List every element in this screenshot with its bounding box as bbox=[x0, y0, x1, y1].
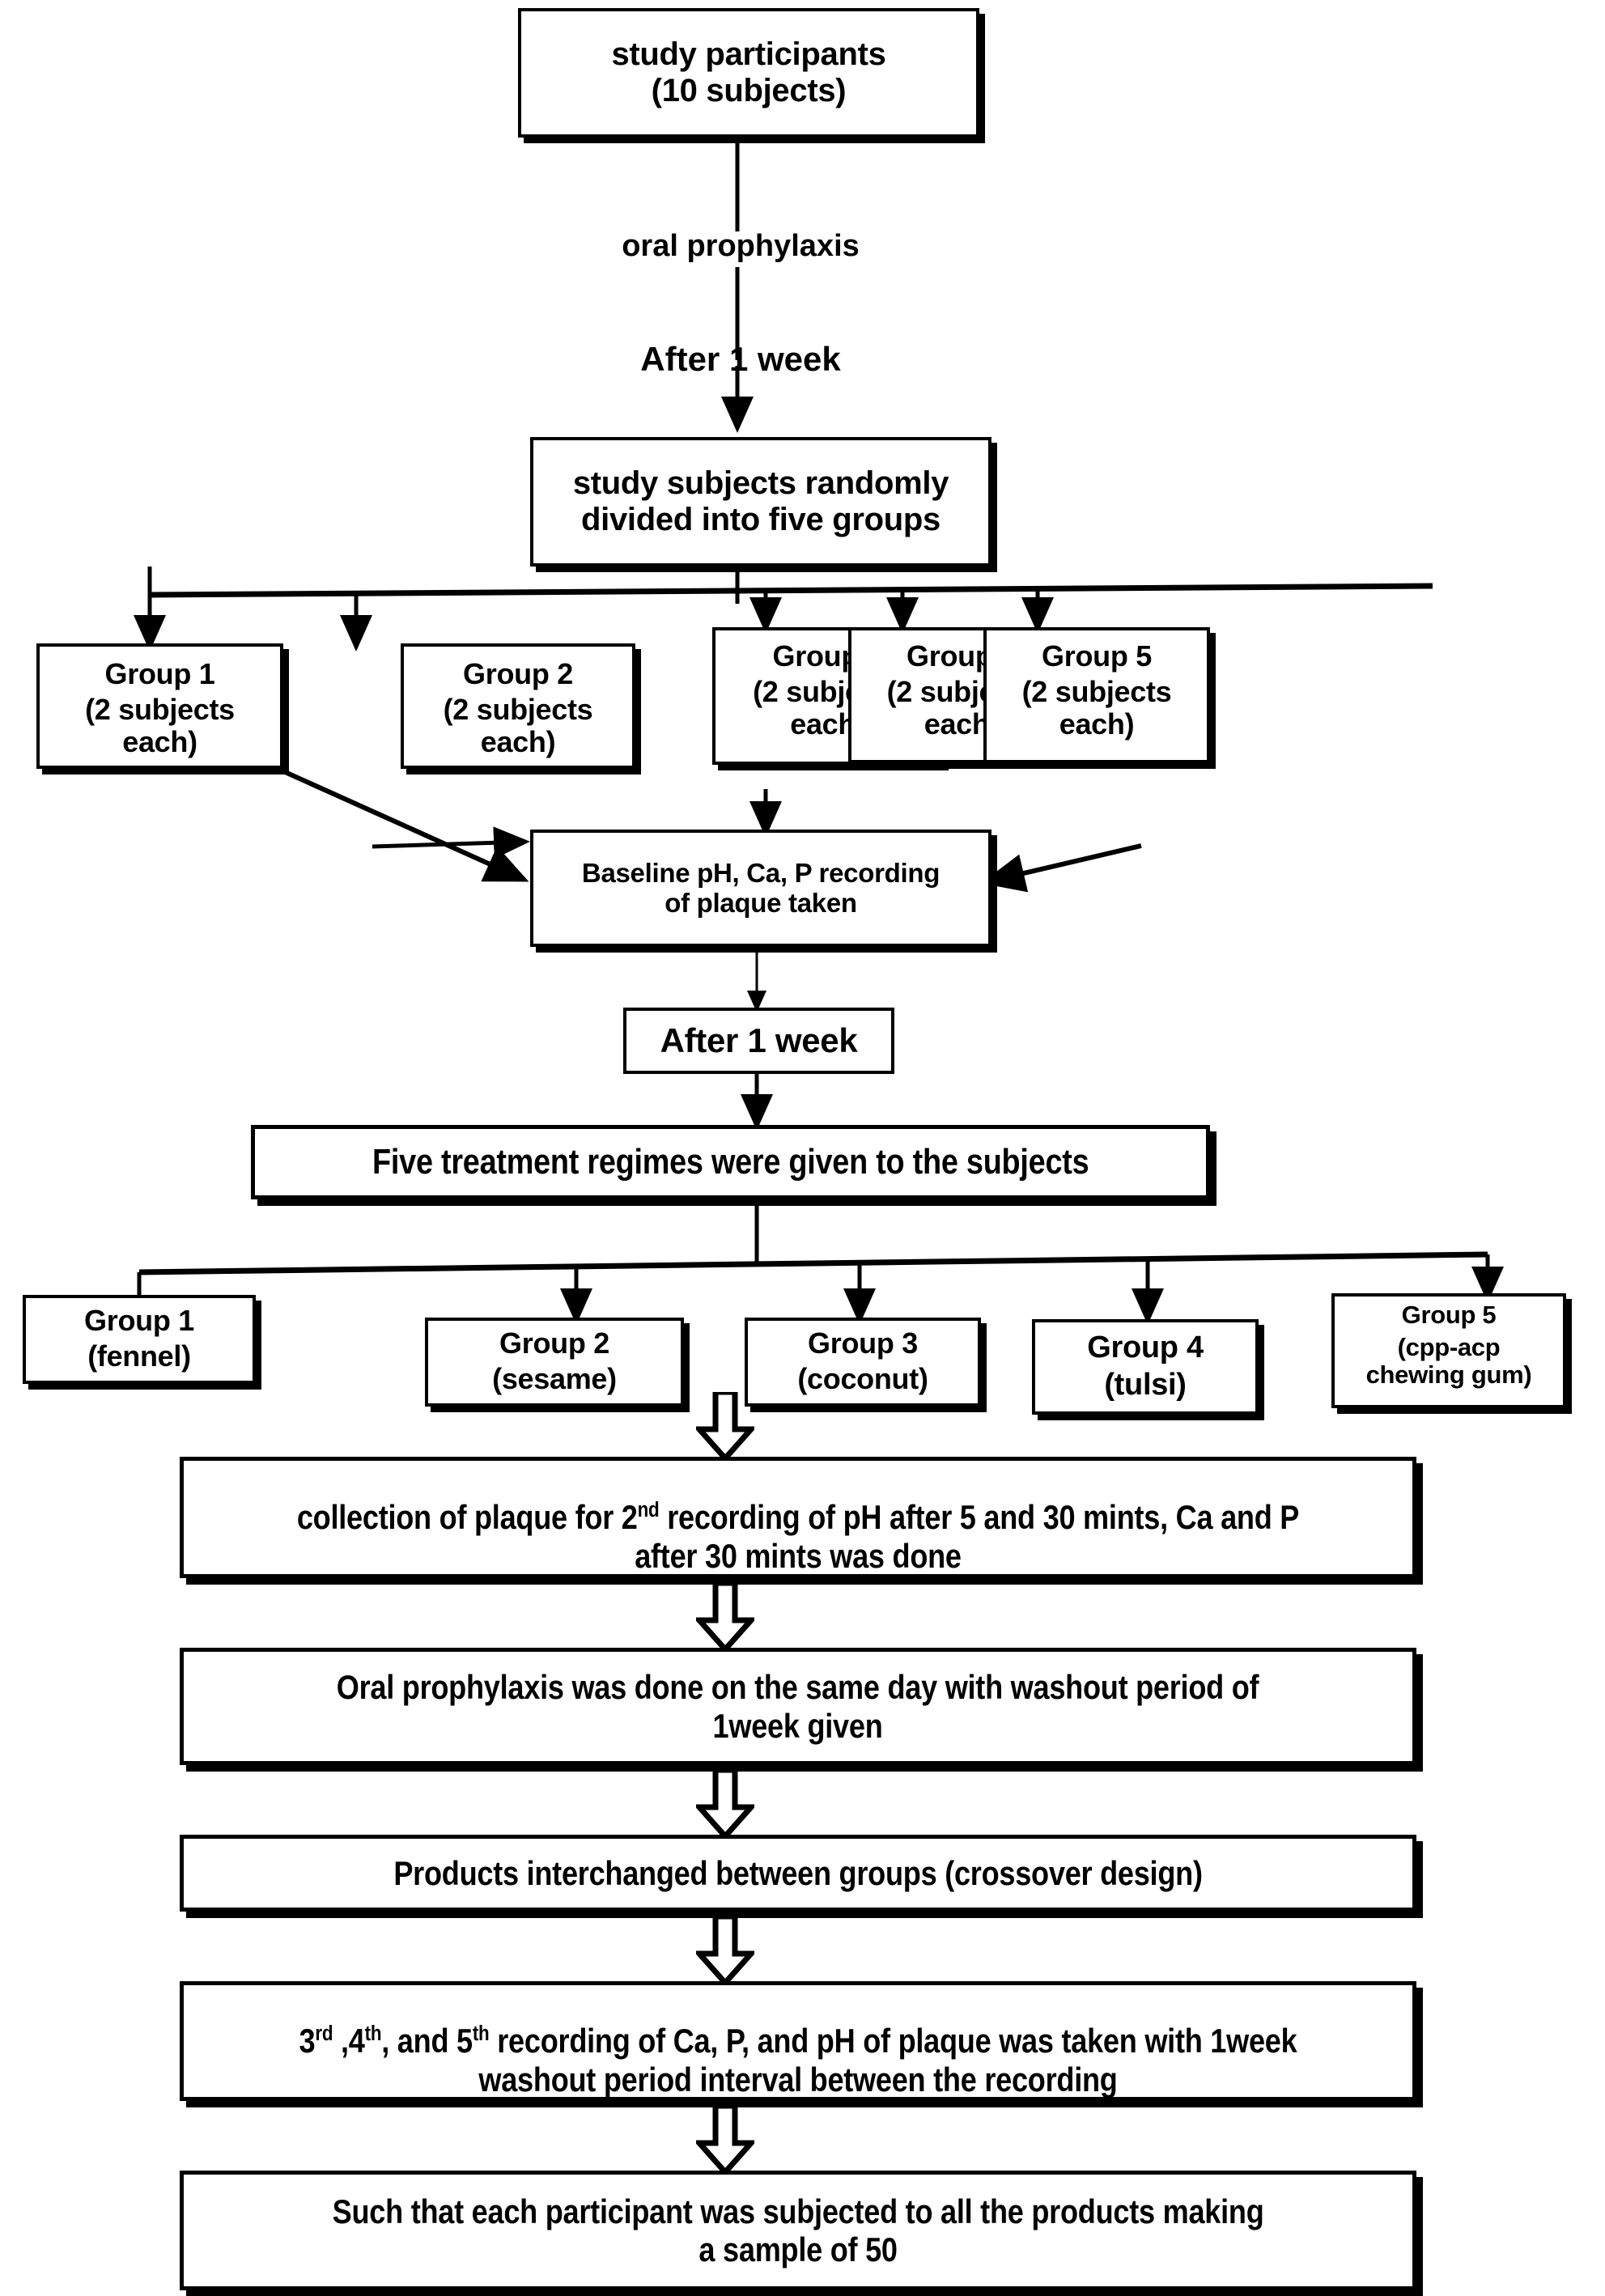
node-recordings-345[interactable]: 3rd ,4th, and 5th recording of Ca, P, an… bbox=[180, 1981, 1416, 2101]
group-box-row2-5[interactable]: Group 5 (cpp-acp chewing gum) bbox=[1331, 1293, 1566, 1408]
node-baseline-recording-label: Baseline pH, Ca, P recording of plaque t… bbox=[581, 857, 940, 918]
label-after-1-week: After 1 week bbox=[640, 340, 841, 378]
group-box-row2-3-detail: (coconut) bbox=[797, 1362, 928, 1395]
group-box-row2-2[interactable]: Group 2 (sesame) bbox=[425, 1318, 684, 1407]
group-box-row1-2[interactable]: Group 2 (2 subjects each) bbox=[401, 643, 635, 769]
node-randomization[interactable]: study subjects randomly divided into fiv… bbox=[530, 437, 991, 567]
node-study-participants-label: study participants (10 subjects) bbox=[611, 36, 886, 108]
distributor-bar-row1 bbox=[149, 583, 1433, 598]
group-box-row1-5-label: Group 5 bbox=[1042, 639, 1152, 673]
group-box-row2-3[interactable]: Group 3 (coconut) bbox=[745, 1318, 981, 1407]
node-after-1-week-box-label: After 1 week bbox=[660, 1021, 858, 1060]
group-box-row2-4-detail: (tulsi) bbox=[1104, 1368, 1187, 1402]
node-sample-of-50[interactable]: Such that each participant was subjected… bbox=[180, 2171, 1416, 2290]
superscript-th-1: th bbox=[364, 2021, 382, 2046]
superscript-nd: nd bbox=[637, 1497, 660, 1522]
node-five-regimes[interactable]: Five treatment regimes were given to the… bbox=[251, 1125, 1210, 1199]
group-box-row1-5[interactable]: Group 5 (2 subjects each) bbox=[983, 627, 1210, 763]
node-washout-label: Oral prophylaxis was done on the same da… bbox=[337, 1668, 1259, 1745]
superscript-th-2: th bbox=[472, 2021, 490, 2046]
group-box-row2-4[interactable]: Group 4 (tulsi) bbox=[1032, 1319, 1259, 1415]
node-baseline-recording[interactable]: Baseline pH, Ca, P recording of plaque t… bbox=[530, 830, 991, 947]
block-arrow-2 bbox=[696, 1583, 754, 1651]
superscript-rd: rd bbox=[315, 2021, 333, 2046]
node-five-regimes-label: Five treatment regimes were given to the… bbox=[372, 1142, 1089, 1182]
group-box-row2-2-label: Group 2 bbox=[499, 1326, 609, 1360]
distributor-bar-row2 bbox=[138, 1251, 1488, 1275]
group-box-row2-5-label: Group 5 bbox=[1401, 1301, 1497, 1329]
group-box-row2-2-detail: (sesame) bbox=[492, 1362, 617, 1395]
group-box-row1-2-label: Group 2 bbox=[463, 657, 573, 690]
group-box-row1-5-detail: (2 subjects each) bbox=[1021, 675, 1172, 741]
edge-group2-to-baseline bbox=[372, 826, 530, 859]
node-sample-of-50-label: Such that each participant was subjected… bbox=[332, 2192, 1264, 2268]
node-randomization-label: study subjects randomly divided into fiv… bbox=[572, 465, 949, 537]
group-box-row1-2-detail: (2 subjects each) bbox=[443, 693, 593, 759]
block-arrow-1 bbox=[696, 1392, 754, 1460]
group-box-row2-1-detail: (fennel) bbox=[87, 1339, 191, 1373]
block-arrow-5 bbox=[696, 2106, 754, 2174]
group-box-row1-1-label: Group 1 bbox=[104, 657, 215, 690]
group-box-row2-1[interactable]: Group 1 (fennel) bbox=[23, 1295, 256, 1384]
node-crossover[interactable]: Products interchanged between groups (cr… bbox=[180, 1835, 1416, 1912]
group-box-row1-1[interactable]: Group 1 (2 subjects each) bbox=[36, 643, 283, 769]
node-second-recording[interactable]: collection of plaque for 2nd recording o… bbox=[180, 1457, 1416, 1578]
node-recordings-345-label: 3rd ,4th, and 5th recording of Ca, P, an… bbox=[299, 2021, 1297, 2099]
node-after-1-week-box[interactable]: After 1 week bbox=[623, 1008, 894, 1074]
group-box-row2-5-detail: (cpp-acp chewing gum) bbox=[1365, 1333, 1532, 1390]
edge-group5-to-baseline bbox=[981, 843, 1142, 893]
group-box-row2-4-label: Group 4 bbox=[1087, 1330, 1204, 1364]
node-crossover-label: Products interchanged between groups (cr… bbox=[393, 1853, 1203, 1892]
node-study-participants[interactable]: study participants (10 subjects) bbox=[518, 8, 979, 138]
group-box-row2-3-label: Group 3 bbox=[808, 1326, 918, 1360]
block-arrow-4 bbox=[696, 1916, 754, 1984]
group-box-row1-1-detail: (2 subjects each) bbox=[85, 693, 235, 759]
group-box-row2-1-label: Group 1 bbox=[84, 1304, 194, 1337]
label-oral-prophylaxis: oral prophylaxis bbox=[622, 229, 860, 263]
block-arrow-3 bbox=[696, 1770, 754, 1838]
node-second-recording-label: collection of plaque for 2nd recording o… bbox=[296, 1497, 1300, 1575]
node-washout[interactable]: Oral prophylaxis was done on the same da… bbox=[180, 1648, 1416, 1765]
